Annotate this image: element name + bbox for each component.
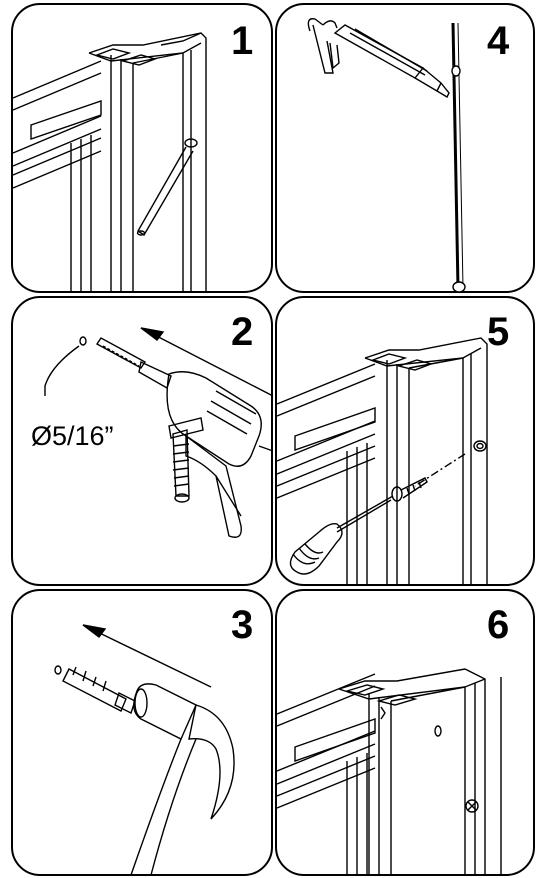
step-4-panel: 4 [275, 3, 535, 293]
hammering-illustration [11, 589, 273, 876]
screw-axis-line [414, 453, 466, 487]
direction-arrow [82, 624, 212, 688]
screw [391, 477, 428, 502]
drilling-illustration [11, 296, 274, 586]
direction-arrow [140, 327, 274, 397]
step-5-panel: 5 [275, 296, 535, 586]
caulking-gun [307, 18, 450, 98]
fixing-hole [473, 440, 487, 452]
wall-plug [62, 666, 136, 714]
screw-head [465, 799, 479, 813]
electric-drill [95, 337, 274, 538]
step-6-panel: 6 [275, 589, 535, 876]
step-number: 6 [487, 603, 510, 647]
step-number: 2 [231, 310, 254, 354]
window-frame-drawing [276, 363, 376, 585]
frame-profile [338, 668, 502, 875]
hole-diameter-label: Ø5/16” [31, 421, 114, 451]
step-1-panel: 1 [11, 3, 273, 293]
installed-frame-illustration [275, 589, 535, 876]
hammer [130, 683, 235, 876]
drill-hole-mark [44, 336, 87, 396]
window-frame-drawing [276, 673, 376, 875]
frame-profile [88, 32, 207, 292]
screwdriver [289, 495, 394, 575]
sealant-bead [451, 22, 466, 293]
window-frame-drawing [12, 60, 102, 292]
drill-hole-mark [54, 665, 62, 675]
wall-plug [168, 417, 204, 503]
step-2-panel: 2 Ø5/16” [11, 296, 274, 586]
caulking-illustration [275, 3, 535, 293]
step-number: 3 [231, 603, 254, 647]
step-number: 4 [487, 19, 510, 63]
step-3-panel: 3 [11, 589, 273, 876]
step-number: 5 [487, 310, 510, 354]
frame-profile-illustration [11, 3, 273, 293]
plug-hole [434, 725, 442, 737]
screwing-illustration [275, 296, 535, 586]
step-number: 1 [231, 19, 254, 63]
frame-profile [364, 337, 488, 585]
fixing-pin [136, 138, 198, 236]
